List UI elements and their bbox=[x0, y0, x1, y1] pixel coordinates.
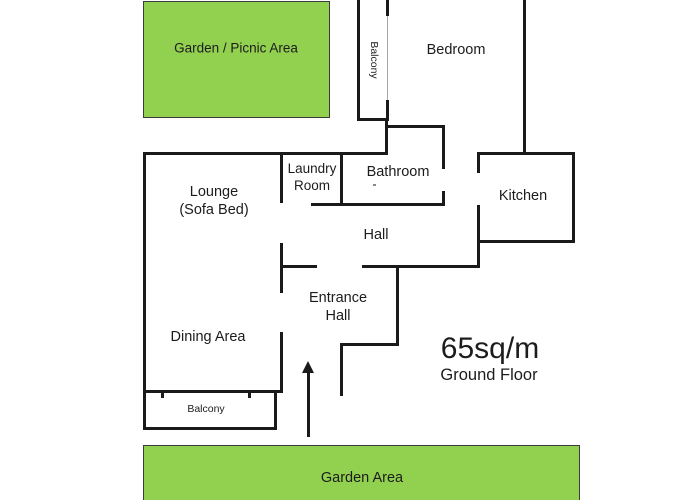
wall-kitchen-left-upper bbox=[477, 152, 480, 173]
wall-bathroom-bottom bbox=[311, 203, 445, 206]
label-bedroom: Bedroom bbox=[426, 42, 486, 58]
entrance-arrow-icon bbox=[302, 361, 314, 373]
wall-bathroom-top bbox=[387, 125, 445, 128]
label-entrance-line2: Hall bbox=[325, 308, 351, 324]
wall-balcony-door-jamb-left bbox=[161, 393, 164, 398]
entrance-arrow-shaft bbox=[307, 372, 310, 437]
wall-lounge-top bbox=[143, 152, 388, 155]
label-lounge: Lounge (Sofa Bed) bbox=[179, 183, 248, 219]
wall-kitchen-top bbox=[477, 152, 575, 155]
wall-balcony-connector bbox=[385, 119, 388, 155]
label-kitchen: Kitchen bbox=[498, 188, 548, 204]
wall-balcony-top-bottom bbox=[357, 118, 389, 121]
balcony-bottom-box bbox=[143, 390, 277, 430]
label-balcony-bottom: Balcony bbox=[187, 403, 225, 415]
label-garden-picnic-area: Garden / Picnic Area bbox=[174, 40, 298, 56]
label-floor-name: Ground Floor bbox=[440, 366, 538, 384]
wall-lounge-right-upper bbox=[280, 152, 283, 203]
wall-bathroom-right-upper bbox=[442, 125, 445, 169]
wall-hall-bottom-left bbox=[280, 265, 317, 268]
wall-dining-right-lower bbox=[280, 332, 283, 393]
wall-hall-bottom-right bbox=[362, 265, 480, 268]
wall-entrance-right bbox=[396, 265, 399, 346]
label-balcony-top: Balcony bbox=[368, 41, 380, 79]
wall-bedroom-right bbox=[523, 0, 526, 155]
label-laundry-line1: Laundry bbox=[287, 161, 337, 176]
wall-balcony-top-right-upper bbox=[386, 0, 389, 16]
label-laundry-room: Laundry Room bbox=[288, 160, 337, 194]
wall-balcony-top-right-lower bbox=[386, 100, 389, 121]
wall-kitchen-bottom bbox=[477, 240, 575, 243]
wall-entrance-bottom bbox=[340, 343, 399, 346]
label-bathroom: Bathroom bbox=[366, 164, 430, 180]
label-entrance-hall: Entrance Hall bbox=[309, 289, 367, 325]
wall-bathroom-right-lower bbox=[442, 191, 445, 206]
label-lounge-line1: Lounge bbox=[189, 184, 239, 200]
wall-entrance-left-lower bbox=[340, 343, 343, 396]
label-area-size: 65sq/m bbox=[440, 332, 540, 365]
label-garden-area: Garden Area bbox=[320, 470, 404, 486]
wall-laundry-right bbox=[340, 152, 343, 203]
garden-picnic-area-zone bbox=[143, 1, 330, 118]
garden-area-zone bbox=[143, 445, 580, 500]
stray-dot bbox=[373, 184, 376, 186]
wall-kitchen-right bbox=[572, 152, 575, 243]
wall-balcony-window-line bbox=[387, 16, 388, 100]
label-laundry-line2: Room bbox=[293, 178, 331, 193]
wall-lounge-left bbox=[143, 152, 146, 393]
wall-kitchen-left-lower bbox=[477, 205, 480, 268]
wall-lounge-right-middle bbox=[280, 243, 283, 293]
label-dining-area: Dining Area bbox=[170, 329, 246, 345]
label-lounge-line2: (Sofa Bed) bbox=[179, 202, 249, 218]
label-entrance-line1: Entrance bbox=[308, 290, 368, 306]
wall-balcony-top-left bbox=[357, 0, 360, 121]
label-hall: Hall bbox=[363, 227, 389, 243]
wall-balcony-door-jamb-right bbox=[248, 393, 251, 398]
